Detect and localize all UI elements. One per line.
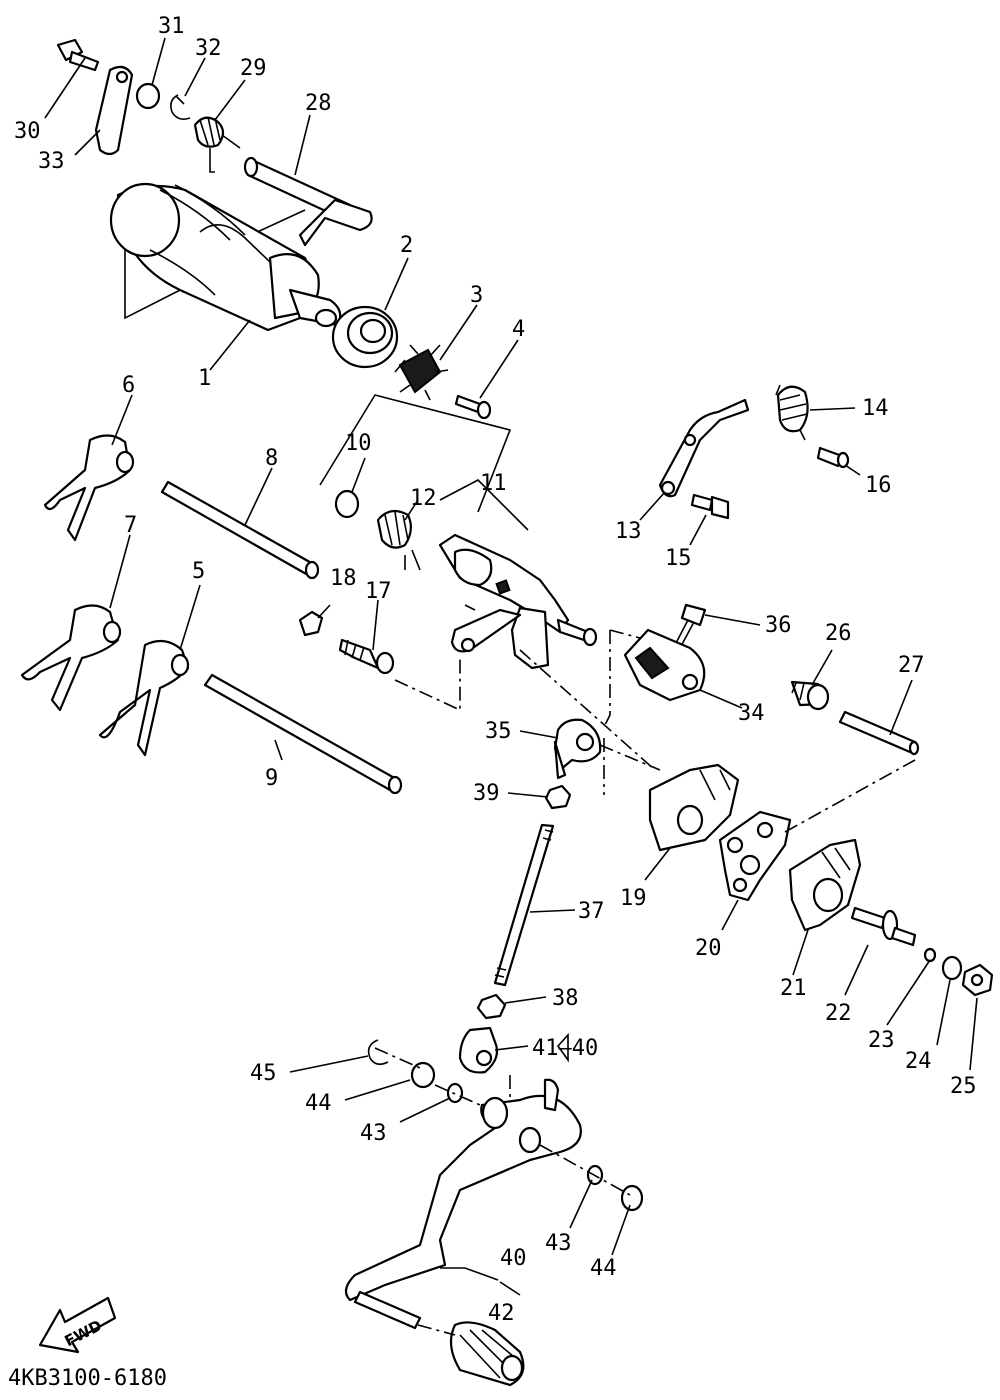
label-22: 22 (825, 1001, 852, 1026)
part-12-spring (376, 509, 421, 571)
label-45: 45 (250, 1061, 277, 1086)
label-32: 32 (195, 36, 222, 61)
label-26: 26 (825, 621, 852, 646)
part-1-shift-drum (109, 182, 342, 332)
part-4-screw (454, 394, 492, 420)
label-14: 14 (862, 396, 889, 421)
part-39-nut (544, 784, 572, 810)
part-3-segment (394, 344, 449, 401)
label-13: 13 (615, 519, 642, 544)
part-21-segment (788, 838, 862, 932)
label-16: 16 (865, 473, 892, 498)
part-35-joint (553, 718, 602, 780)
part-41-joint (458, 1026, 499, 1074)
label-18: 18 (330, 566, 357, 591)
label-38: 38 (552, 986, 579, 1011)
label-3: 3 (470, 283, 483, 308)
label-19: 19 (620, 886, 647, 911)
label-39: 39 (473, 781, 500, 806)
label-29: 29 (240, 56, 267, 81)
label-21: 21 (780, 976, 807, 1001)
part-45-circlip (367, 1039, 389, 1066)
label-6: 6 (122, 373, 135, 398)
part-14-spring (775, 384, 809, 441)
part-11-shift-shaft (319, 394, 598, 670)
label-44-lower: 44 (590, 1256, 617, 1281)
part-23-oring (923, 947, 937, 963)
part-38-nut (476, 993, 507, 1020)
leader-lines (44, 37, 978, 1296)
part-44-washer-upper (410, 1061, 436, 1089)
part-16-collar (816, 446, 850, 469)
part-30-bolt (56, 38, 100, 72)
label-8: 8 (265, 446, 278, 471)
dashed-guides (374, 604, 916, 1336)
part-29-spring (193, 116, 241, 173)
label-27: 27 (898, 653, 925, 678)
label-12: 12 (410, 486, 437, 511)
part-labels: 1 2 3 4 5 6 7 8 9 10 11 12 13 14 15 16 1… (14, 14, 977, 1326)
label-2: 2 (400, 233, 413, 258)
part-18-clip (298, 610, 324, 637)
part-20-plate (718, 810, 792, 902)
label-bracket-41-40: 41–40 (532, 1036, 598, 1061)
part-36-bolt (674, 603, 707, 649)
label-25: 25 (950, 1074, 977, 1099)
part-9-guide-bar (203, 673, 403, 795)
part-19-cam (648, 763, 740, 852)
part-24-washer (941, 955, 963, 981)
label-11: 11 (480, 471, 507, 496)
label-44-upper: 44 (305, 1091, 332, 1116)
label-24: 24 (905, 1049, 932, 1074)
part-5-fork (98, 639, 190, 757)
label-37: 37 (578, 899, 605, 924)
part-32-clip (170, 94, 191, 120)
label-31: 31 (158, 14, 185, 39)
label-43-upper: 43 (360, 1121, 387, 1146)
part-42-shift-pedal (344, 1078, 582, 1387)
part-7-fork (20, 604, 122, 712)
part-13-stopper-lever (658, 398, 750, 498)
label-5: 5 (192, 559, 205, 584)
label-43-lower: 43 (545, 1231, 572, 1256)
part-25-nut (961, 963, 994, 997)
part-43-seal-upper (446, 1082, 464, 1104)
part-44-washer-lower (620, 1184, 644, 1212)
label-23: 23 (868, 1028, 895, 1053)
part-17-pin (338, 638, 395, 675)
label-28: 28 (305, 91, 332, 116)
label-30: 30 (14, 119, 41, 144)
label-36: 36 (765, 613, 792, 638)
label-34: 34 (738, 701, 765, 726)
label-33: 33 (38, 149, 65, 174)
label-7: 7 (124, 513, 137, 538)
part-27-pin (838, 710, 920, 756)
part-2-bearing (331, 305, 399, 369)
label-1: 1 (198, 366, 211, 391)
fwd-arrow-icon: FWD (38, 1296, 117, 1354)
label-42: 42 (488, 1301, 515, 1326)
part-26-collar (790, 680, 830, 711)
label-4: 4 (512, 317, 525, 342)
part-15-bolt (690, 493, 730, 520)
part-33-lever (94, 65, 134, 156)
label-9: 9 (265, 766, 278, 791)
label-15: 15 (665, 546, 692, 571)
part-34-shift-arm (623, 628, 706, 702)
diagram-code: 4KB3100-6180 (8, 1366, 167, 1391)
label-20: 20 (695, 936, 722, 961)
part-10-washer (334, 489, 360, 519)
label-35: 35 (485, 719, 512, 744)
part-8-guide-bar (160, 480, 320, 580)
label-17: 17 (365, 579, 392, 604)
part-31-washer (135, 82, 161, 110)
label-10: 10 (345, 431, 372, 456)
part-6-fork (43, 434, 135, 542)
part-37-rod (493, 823, 555, 987)
part-28-shaft (243, 156, 373, 247)
part-22-bolt (850, 906, 917, 947)
label-40: 40 (500, 1246, 527, 1271)
